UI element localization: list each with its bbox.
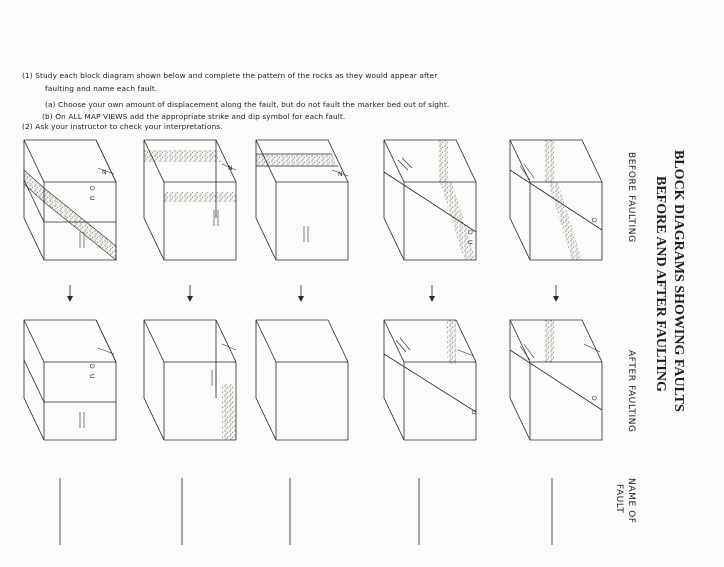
after-block-5: D — [509, 319, 603, 441]
instruction-1-cont: faulting and name each fault. — [45, 84, 158, 93]
label-u: U — [88, 196, 95, 200]
strike-dip-symbol: N — [102, 169, 107, 176]
before-block-5: D — [509, 139, 603, 261]
label-u: U — [88, 374, 95, 378]
before-block-4: D U — [383, 139, 477, 261]
label-u: U — [470, 410, 477, 414]
instruction-1: (1) Study each block diagram shown below… — [22, 71, 438, 80]
instruction-1b: (b) On ALL MAP VIEWS add the appropriate… — [42, 112, 346, 121]
fault-name-answer-lines — [59, 478, 553, 545]
before-block-3: N — [255, 139, 349, 261]
arrows-row — [67, 285, 559, 302]
label-d: D — [88, 364, 95, 369]
strike-dip-symbol: N — [338, 171, 343, 178]
instruction-2: (2) Ask your instructor to check your in… — [22, 122, 223, 131]
instruction-1a: (a) Choose your own amount of displaceme… — [45, 100, 450, 109]
strike-dip-symbol: N — [228, 165, 233, 172]
after-block-4: U — [383, 319, 477, 441]
after-block-2 — [143, 319, 237, 441]
label-d: D — [590, 218, 597, 223]
label-d: D — [466, 230, 473, 235]
after-block-1: D U — [23, 319, 117, 441]
before-block-2: N — [143, 139, 237, 261]
label-d: D — [88, 186, 95, 191]
label-d: D — [590, 396, 597, 401]
before-block-1: N D U — [23, 139, 117, 261]
label-u: U — [466, 240, 473, 244]
after-block-3 — [255, 319, 349, 441]
